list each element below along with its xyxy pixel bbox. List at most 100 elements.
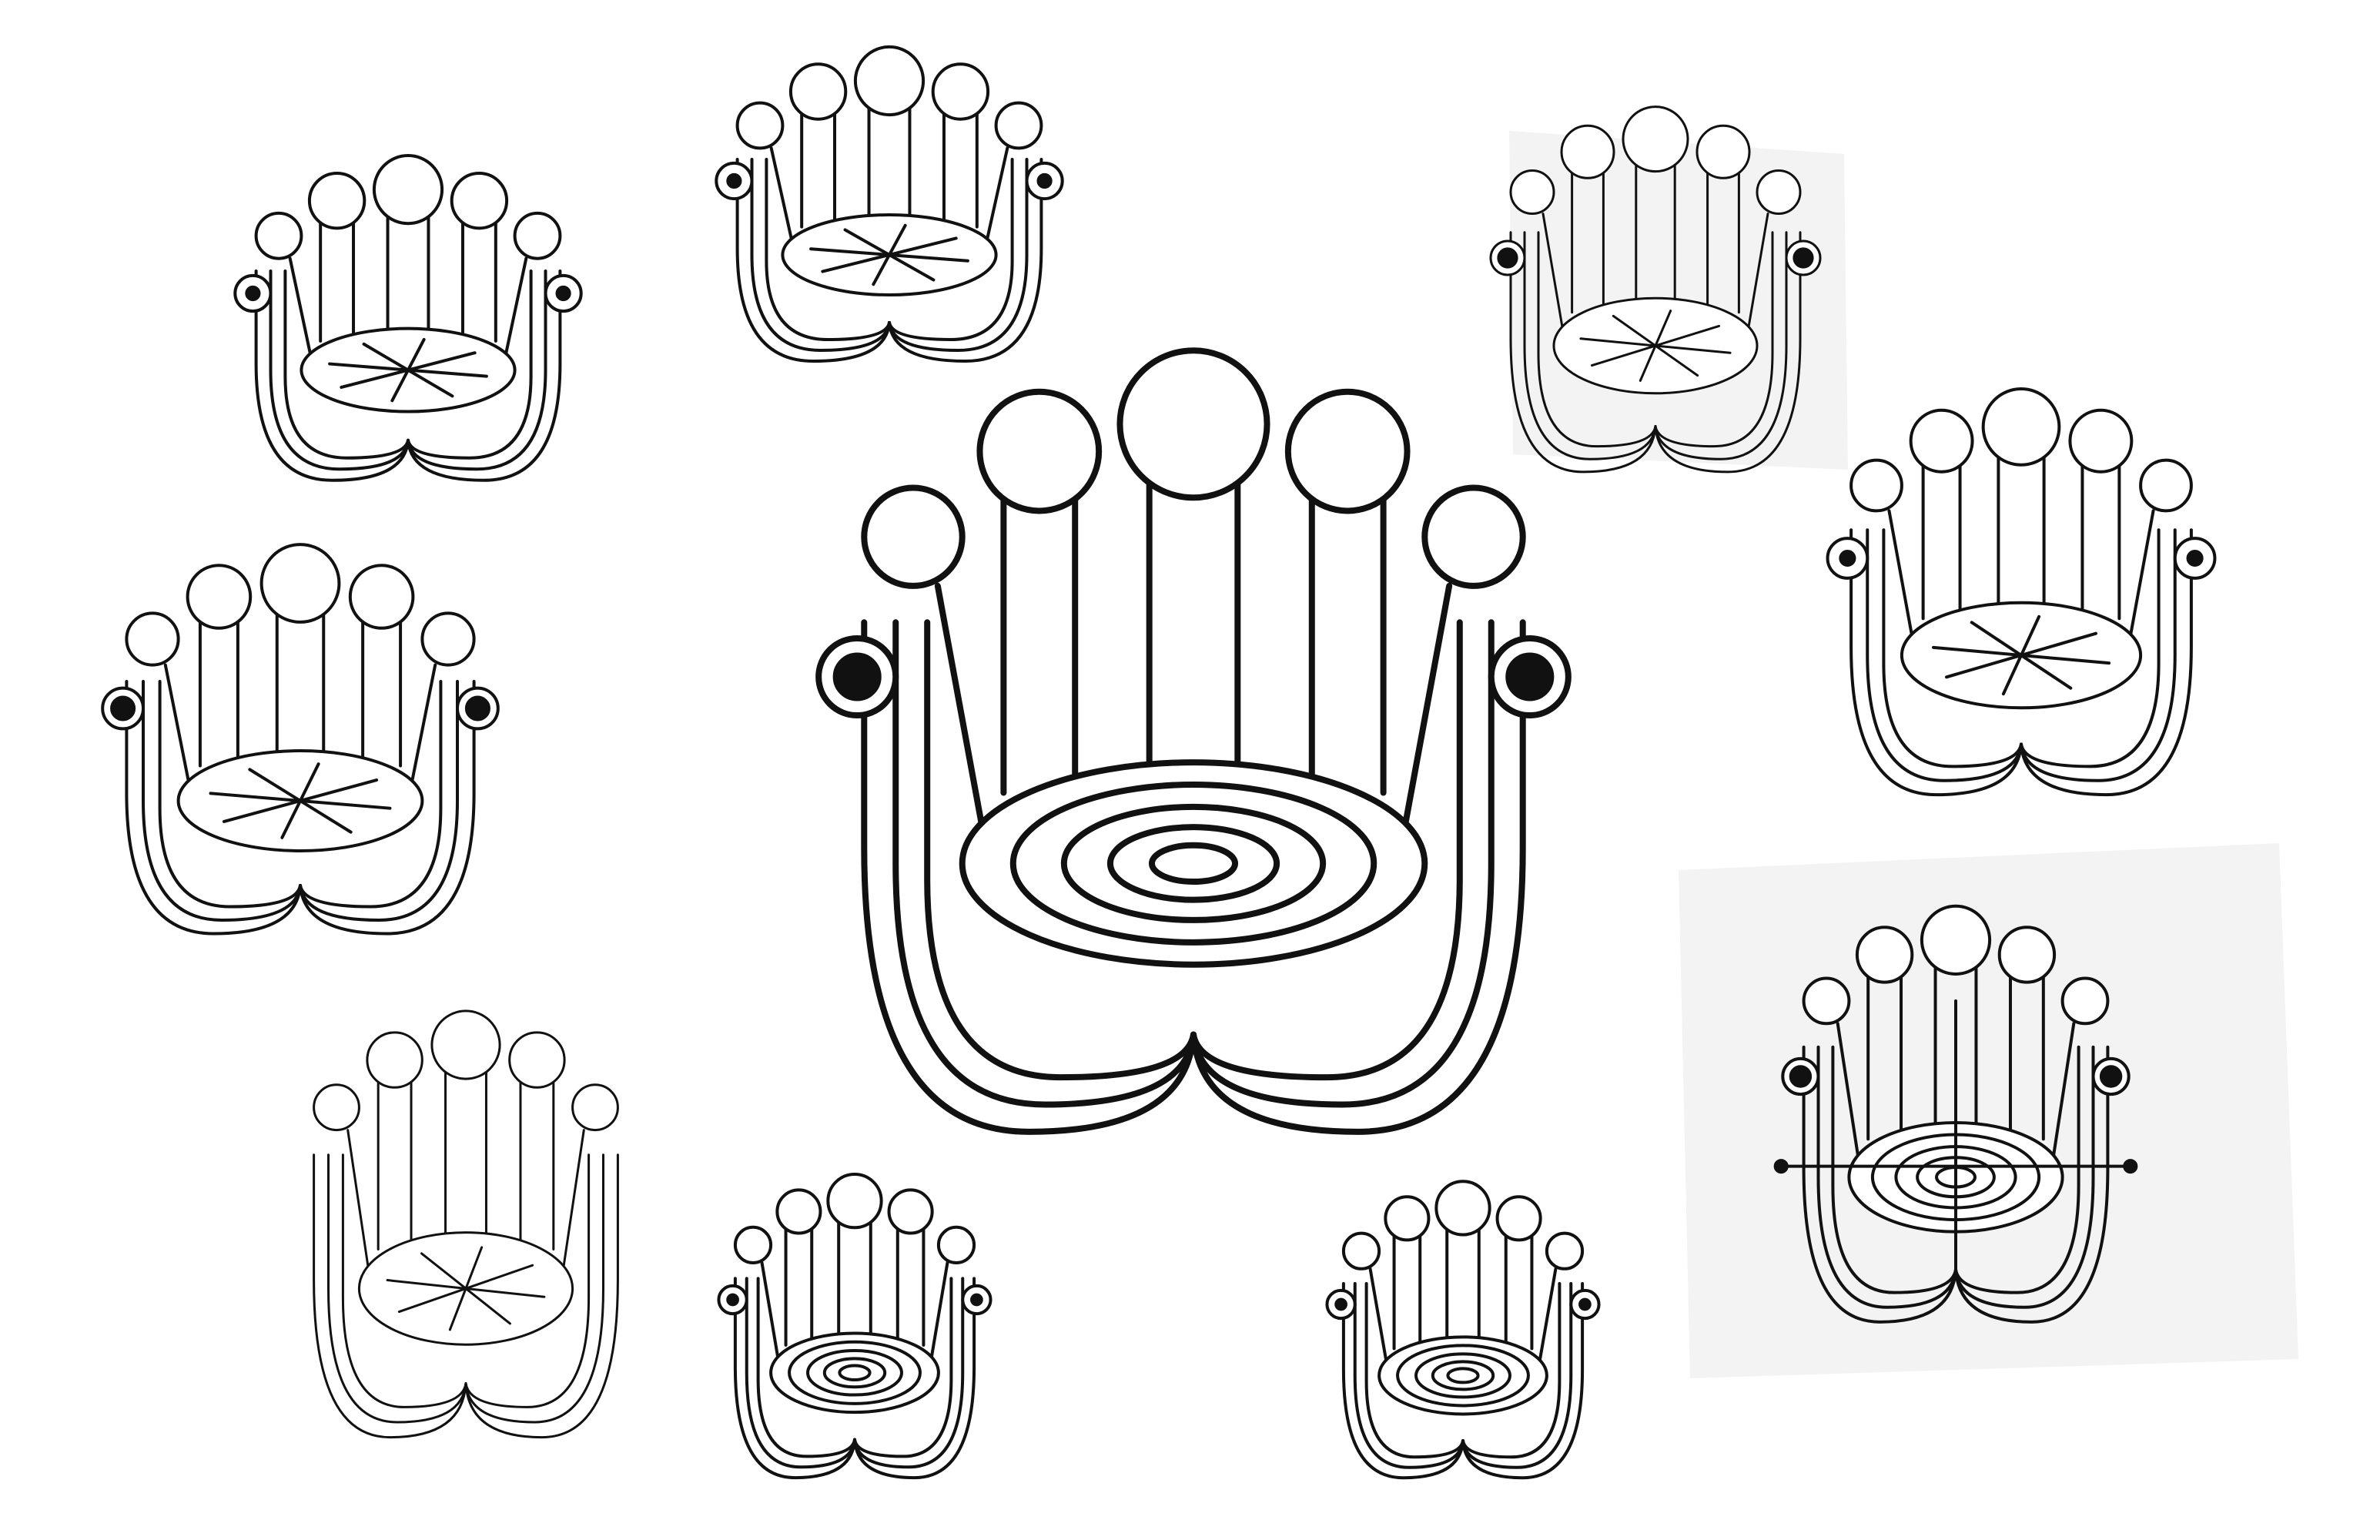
finger-lobe [450,171,509,230]
finger-rod [1538,1267,1558,1366]
seat-spoke [340,351,477,389]
arm-loop-left [861,619,1197,1135]
arm-loop-right [2020,528,2161,768]
arm-loop-left [892,619,1197,1108]
finger-lobe [1560,124,1615,179]
arm-loop-right [1461,1282,1585,1480]
arm-loop-left [125,680,302,936]
arm-loop-left [756,1277,856,1458]
arm-loop-right [888,158,1029,352]
finger-rod [769,146,794,245]
side-bead-dot [1505,652,1555,701]
finger-rod [561,1129,585,1274]
sketch-chair-bottom-right [1773,904,2138,1324]
finger-rod [504,256,528,360]
finger-lobe [1421,484,1526,589]
finger-lobe [1284,388,1411,514]
seat-ring [838,1364,872,1382]
seat-spoke [1945,631,2097,679]
arm-loop-right [299,680,476,936]
side-bead-dot [2186,549,2204,567]
seat-ring [1106,824,1280,903]
arm-loop-left [313,1153,467,1439]
finger-rod [346,1129,370,1274]
side-bead-dot [1793,247,1814,269]
side-bead-dot [555,285,571,302]
finger-rod [1401,582,1453,837]
side-bead-dot [110,695,136,721]
seat-ring [1431,1360,1495,1391]
finger-lobe [1384,1195,1431,1242]
finger-lobe [1495,1195,1542,1242]
seat-ring [1396,1344,1530,1408]
arm-loop-right [464,1153,604,1424]
finger-lobe [1341,1231,1381,1270]
arm-loop-right [299,680,459,922]
arm-loop-left [1353,1282,1464,1469]
finger-lobe [1756,169,1802,215]
finger-rod [1541,213,1565,333]
arm-loop-right [299,680,443,909]
finger-lobe [366,1031,423,1089]
arm-loop-left [1364,1282,1464,1459]
arm-loop-right [853,1277,965,1469]
sketch-chair-top-left [233,154,583,482]
arm-loop-right [1954,1045,2095,1309]
finger-lobe [508,1031,566,1089]
seat-spoke [821,236,958,273]
seat-oval [959,759,1428,968]
finger-lobe [861,484,966,589]
arm-loop-right [1461,1282,1573,1469]
seat-ring [788,1340,922,1405]
finger-lobe [1509,169,1555,215]
arm-loop-left [765,158,891,341]
sketch-chair-middle-left [101,543,500,936]
seat-spoke [1590,324,1721,367]
sketch-chair-center-large [815,347,1572,1135]
arm-loop-right [1190,619,1495,1108]
finger-lobe [2139,458,2193,513]
finger-rod [985,146,1009,245]
arm-loop-left [1509,231,1657,474]
finger-rod [760,1261,780,1363]
finger-rod [1368,1267,1388,1366]
finger-lobe [186,564,253,630]
side-bead-dot [1334,1297,1347,1311]
finger-lobe [775,1188,822,1235]
seat-oval [769,1331,940,1414]
finger-rod [2051,1022,2076,1163]
arm-loop-right [2020,528,2193,797]
arm-loop-left [1882,528,2023,768]
arm-loop-right [407,269,562,482]
finger-lobe [976,388,1103,514]
seat-spoke [222,778,379,823]
arm-loop-right [1654,231,1774,448]
arm-loop-right [1190,619,1463,1081]
arm-loop-left [142,680,302,922]
arm-loop-right [888,158,1014,341]
side-bead-dot [1036,172,1053,189]
finger-lobe [936,1225,976,1265]
finger-lobe [2068,408,2134,474]
finger-lobe [1802,976,1851,1026]
arm-loop-left [327,1153,467,1424]
arm-loop-left [341,1153,467,1408]
arm-loop-right [1954,1045,2080,1294]
finger-rod [288,256,313,360]
finger-rod [934,582,986,837]
finger-lobe [420,611,476,667]
arm-loop-left [1816,1045,1957,1309]
arm-loop-left [1537,231,1657,448]
finger-lobe [348,564,415,630]
arm-loop-left [158,680,302,909]
finger-lobe [1695,124,1751,179]
finger-lobe [1855,926,1914,984]
arm-loop-right [407,269,547,471]
arm-loop-left [254,269,410,482]
seat-ring [1446,1367,1480,1384]
finger-lobe [1116,347,1270,501]
finger-lobe [788,62,848,121]
finger-lobe [735,101,785,150]
arm-loop-right [1654,231,1802,474]
